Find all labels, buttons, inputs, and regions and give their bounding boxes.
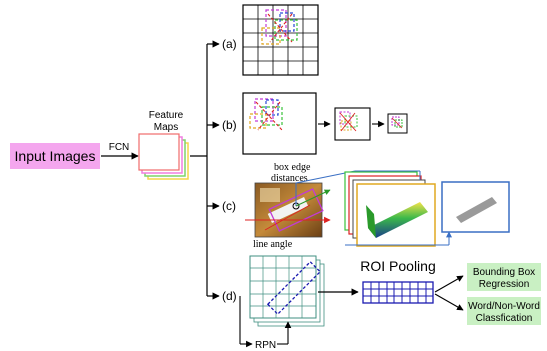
rpn-label: RPN bbox=[255, 340, 276, 351]
branch-label-a: (a) bbox=[222, 37, 237, 51]
branch-label-c: (c) bbox=[222, 199, 236, 213]
branch-d-grid bbox=[249, 255, 325, 327]
roi-pooling-label: ROI Pooling bbox=[360, 258, 435, 274]
box-edge-label-1: box edge bbox=[274, 162, 311, 173]
input-images-label: Input Images bbox=[15, 148, 96, 164]
bbox-regression-label-2: Regression bbox=[479, 279, 530, 290]
feature-maps-label-1: Feature bbox=[149, 110, 184, 121]
branch-label-d: (d) bbox=[222, 289, 237, 303]
word-classification-box bbox=[467, 297, 541, 325]
branch-c-feature-stack bbox=[344, 171, 436, 247]
branch-c-output bbox=[441, 181, 510, 233]
word-classification-label-1: Word/Non-Word bbox=[468, 301, 540, 312]
branch-b-feature bbox=[242, 92, 317, 155]
line-angle-label: line angle bbox=[253, 239, 293, 250]
word-classification-label-2: Classfication bbox=[476, 313, 533, 324]
bbox-regression-box bbox=[467, 263, 541, 291]
bbox-regression-label-1: Bounding Box bbox=[473, 267, 535, 278]
branch-label-b: (b) bbox=[222, 118, 237, 132]
branch-c-photo bbox=[254, 182, 324, 238]
branch-a-grid bbox=[242, 4, 319, 76]
roi-pooling-grid bbox=[362, 281, 434, 304]
feature-maps-stack bbox=[138, 133, 189, 180]
input-images-box bbox=[10, 143, 100, 169]
box-edge-label-2: distances bbox=[271, 173, 308, 184]
branch-b-feature-small bbox=[387, 113, 408, 134]
feature-maps-label-2: Maps bbox=[154, 122, 178, 133]
fcn-label: FCN bbox=[109, 142, 130, 153]
branch-b-feature-medium bbox=[334, 107, 371, 141]
